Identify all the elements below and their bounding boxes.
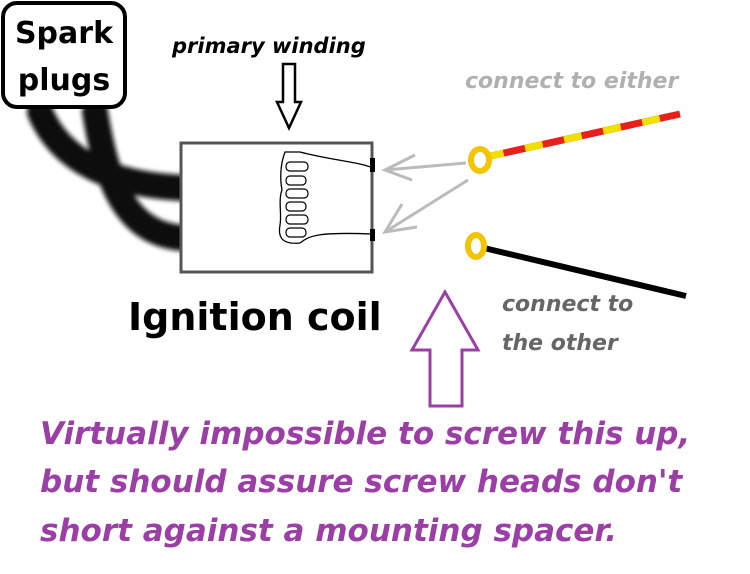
up-arrow-icon [409,288,481,408]
note-line-3: short against a mounting spacer. [40,513,617,549]
note-line-2: but should assure screw heads don't [40,464,683,500]
svg-text:Spark: Spark [15,16,114,51]
down-arrow-icon [275,62,303,131]
connection-arrows [381,153,469,234]
battery-wires [465,110,687,299]
terminal-top [370,158,375,172]
ring-terminal-red [468,146,492,174]
connect-other-label-2: the other [502,331,619,356]
ignition-coil-label: Ignition coil [128,295,382,339]
primary-winding-drawing [278,151,374,244]
note-line-1: Virtually impossible to screw this up, [40,416,690,452]
spark-plugs-label: Spark plugs [1,1,127,109]
ring-terminal-black [465,232,487,260]
connect-either-label: connect to either [465,69,679,94]
terminal-bottom [370,229,375,241]
ignition-coil [179,141,375,274]
spark-plug-wires [27,99,198,251]
connect-other-label-1: connect to [502,292,633,317]
note: Virtually impossible to screw this up, b… [40,416,690,549]
svg-text:plugs: plugs [18,63,110,98]
primary-winding-label: primary winding [171,34,366,58]
